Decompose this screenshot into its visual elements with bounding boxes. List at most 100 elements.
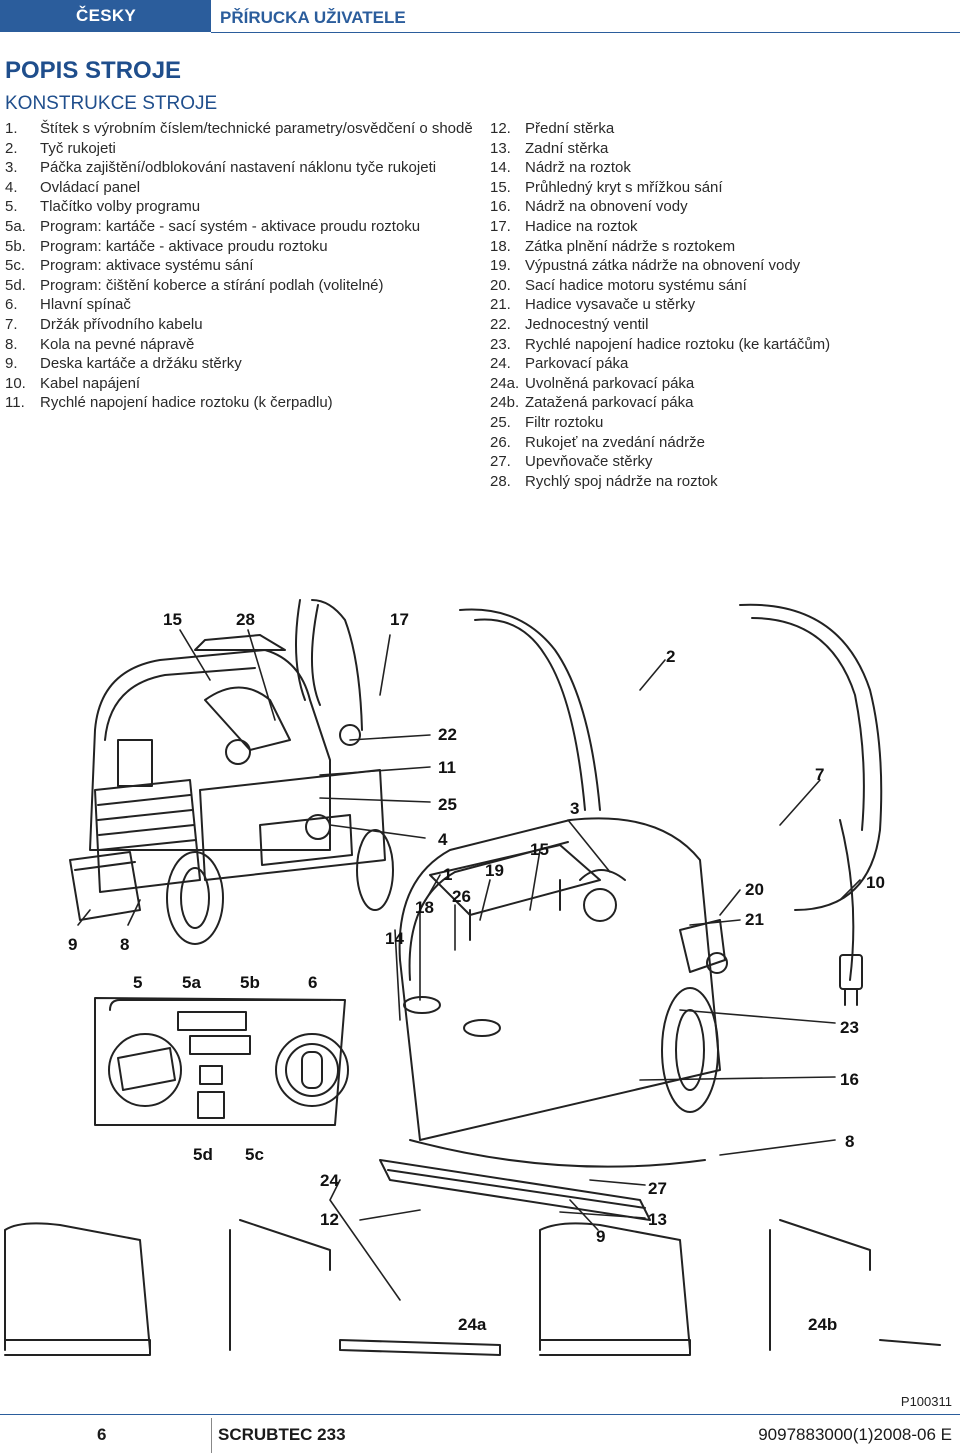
- list-item: 17. Hadice na roztok: [490, 217, 950, 237]
- callout-13: 13: [648, 1210, 667, 1229]
- item-text: Rychlé napojení hadice roztoku (ke kartá…: [525, 335, 831, 353]
- item-number: 24b.: [490, 394, 520, 412]
- list-item: 15. Průhledný kryt s mřížkou sání: [490, 178, 950, 198]
- item-text: Rukojeť na zvedání nádrže: [525, 433, 705, 451]
- list-item: 5.Tlačítko volby programu: [5, 197, 475, 217]
- item-text: Rychlý spoj nádrže na roztok: [525, 472, 718, 490]
- item-number: 24a.: [490, 374, 520, 392]
- machine-front-view: [379, 603, 883, 1221]
- item-text: Průhledný kryt s mřížkou sání: [525, 178, 723, 196]
- list-item: 26.Rukojeť na zvedání nádrže: [490, 433, 950, 453]
- item-number: 10.: [5, 374, 26, 392]
- item-number: 11.: [5, 394, 25, 412]
- item-number: 9.: [5, 355, 18, 373]
- item-number: 3.: [5, 159, 18, 177]
- callout-4: 4: [438, 830, 448, 849]
- item-text: Zadní stěrka: [525, 139, 609, 157]
- subsection-title: KONSTRUKCE STROJE: [5, 93, 218, 114]
- item-text: Kabel napájení: [40, 374, 141, 392]
- item-text: Deska kartáče a držáku stěrky: [40, 355, 242, 373]
- list-item: 5c.Program: aktivace systému sání: [5, 256, 475, 276]
- item-number: 17.: [490, 217, 511, 235]
- list-item: 14. Nádrž na roztok: [490, 158, 950, 178]
- list-item: 28. Rychlý spoj nádrže na roztok: [490, 472, 950, 492]
- item-text: Nádrž na roztok: [525, 159, 631, 177]
- item-number: 16.: [490, 198, 511, 216]
- page-number: 6: [97, 1425, 107, 1444]
- list-item: 1.Štítek s výrobním číslem/technické par…: [5, 119, 475, 139]
- list-item: 20. Sací hadice motoru systému sání: [490, 276, 950, 296]
- callout-8-front: 8: [845, 1132, 854, 1151]
- item-text: Parkovací páka: [525, 355, 629, 373]
- callout-23: 23: [840, 1018, 859, 1037]
- machine-rear-view: [69, 599, 394, 945]
- item-text: Upevňovače stěrky: [525, 453, 653, 471]
- callout-19: 19: [485, 861, 504, 880]
- section-title: POPIS STROJE: [5, 57, 182, 84]
- list-item: 5a.Program: kartáče - sací systém - akti…: [5, 217, 475, 237]
- callout-24a: 24a: [458, 1315, 487, 1334]
- parking-lever-detail: [4, 1219, 941, 1356]
- list-item: 25.Filtr roztoku: [490, 413, 950, 433]
- item-number: 5a.: [5, 217, 26, 235]
- item-number: 22.: [490, 315, 511, 333]
- item-number: 14.: [490, 159, 511, 177]
- item-text: Sací hadice motoru systému sání: [525, 276, 747, 294]
- list-item: 9. Deska kartáče a držáku stěrky: [5, 354, 475, 374]
- callout-27: 27: [648, 1179, 667, 1198]
- item-number: 1.: [5, 120, 18, 137]
- figure-code: P100311: [900, 1394, 952, 1409]
- list-item: 11.Rychlé napojení hadice roztoku (k čer…: [5, 393, 475, 413]
- list-item: 24b.Zatažená parkovací páka: [490, 393, 950, 413]
- parts-list-left: 1.Štítek s výrobním číslem/technické par…: [5, 119, 475, 413]
- callout-10: 10: [866, 873, 885, 892]
- item-number: 18.: [490, 237, 511, 255]
- callout-6: 6: [308, 973, 317, 992]
- item-number: 20.: [490, 276, 511, 294]
- list-item: 23.Rychlé napojení hadice roztoku (ke ka…: [490, 335, 950, 355]
- list-item: 10. Kabel napájení: [5, 374, 475, 394]
- list-item: 24.Parkovací páka: [490, 354, 950, 374]
- item-text: Hlavní spínač: [40, 296, 131, 314]
- callout-17: 17: [390, 610, 409, 629]
- list-item: 4.Ovládací panel: [5, 178, 475, 198]
- list-item: 2.Tyč rukojeti: [5, 139, 475, 159]
- callout-14: 14: [385, 929, 404, 948]
- callout-21: 21: [745, 910, 764, 929]
- item-text: Hadice na roztok: [525, 217, 638, 235]
- list-item: 13.Zadní stěrka: [490, 139, 950, 159]
- item-text: Tyč rukojeti: [40, 139, 116, 157]
- item-number: 21.: [490, 296, 511, 314]
- language-tab: ČESKY: [0, 0, 211, 32]
- footer-rule: [0, 1414, 960, 1415]
- list-item: 3. Páčka zajištění/odblokování nastavení …: [5, 158, 475, 178]
- item-text: Páčka zajištění/odblokování nastavení ná…: [40, 159, 437, 177]
- machine-diagram: 15 28 17 2 22 11 7 25 3 4 15 1 19 26 18 …: [4, 599, 941, 1356]
- callout-1: 1: [443, 865, 452, 884]
- item-number: 28.: [490, 472, 511, 490]
- item-number: 7.: [5, 315, 18, 333]
- callout-3: 3: [570, 799, 579, 818]
- list-item: 8.Kola na pevné nápravě: [5, 335, 475, 355]
- item-text: Jednocestný ventil: [525, 315, 649, 333]
- item-text: Hadice vysavače u stěrky: [525, 296, 696, 314]
- model-name: SCRUBTEC 233: [218, 1425, 346, 1444]
- list-item: 6.Hlavní spínač: [5, 295, 475, 315]
- item-number: 12.: [490, 120, 511, 137]
- callout-5: 5: [133, 973, 142, 992]
- callout-5a: 5a: [182, 973, 201, 992]
- callout-11: 11: [438, 758, 456, 777]
- item-number: 15.: [490, 178, 511, 196]
- list-item: 27.Upevňovače stěrky: [490, 452, 950, 472]
- list-item: 12.Přední stěrka: [490, 119, 950, 139]
- footer-divider: [211, 1418, 212, 1453]
- item-text: Uvolněná parkovací páka: [525, 374, 695, 392]
- list-item: 24a. Uvolněná parkovací páka: [490, 374, 950, 394]
- callout-16: 16: [840, 1070, 859, 1089]
- callout-24b: 24b: [808, 1315, 837, 1334]
- callout-18: 18: [415, 898, 434, 917]
- callout-2: 2: [666, 647, 675, 666]
- item-number: 19.: [490, 257, 511, 275]
- item-text: Program: čištění koberce a stírání podla…: [40, 276, 384, 294]
